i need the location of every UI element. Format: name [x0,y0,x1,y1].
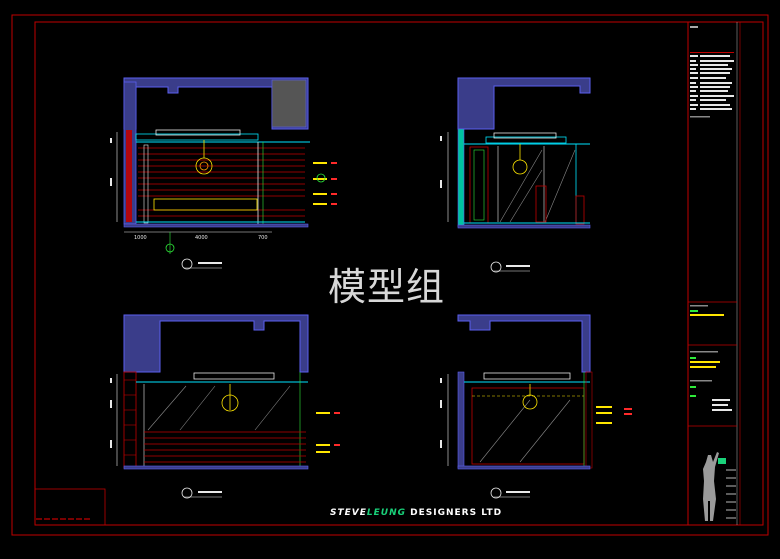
elevation-top-right [440,77,591,273]
inner-frame [34,21,764,526]
brand-rest: DESIGNERS LTD [410,508,503,518]
dim-label: 700 [258,235,268,241]
brand-second: LEUNG [366,508,407,518]
brand-logo: STEVELEUNG DESIGNERS LTD [330,508,502,518]
dim-label: 1000 [134,235,147,241]
dim-label: 4000 [195,235,208,241]
brand-first: STEVE [330,508,367,518]
elevation-top-left: 1000 4000 700 [110,77,337,270]
stamp-box [34,488,106,526]
watermark-text: 模型组 [328,265,446,309]
title-block [688,26,737,427]
outer-frame [11,14,769,536]
statue-logo [703,452,736,521]
elevation-bottom-left [110,314,340,499]
elevation-bottom-right [440,314,632,499]
